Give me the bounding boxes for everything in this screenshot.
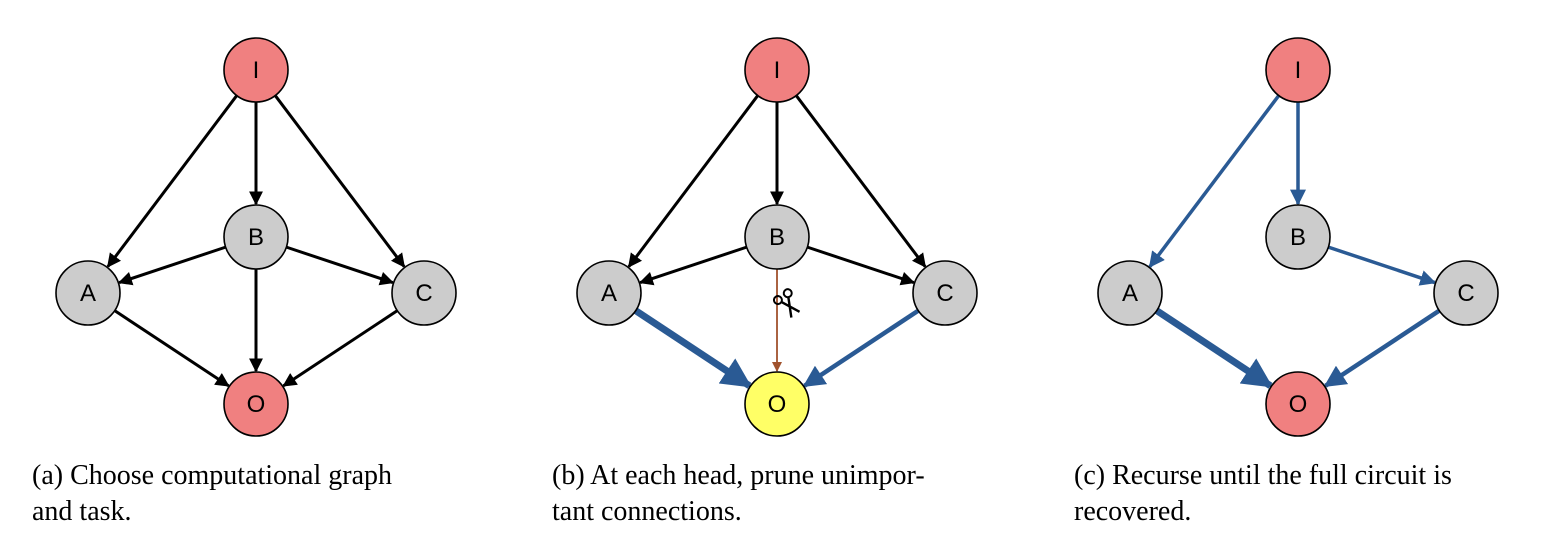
edge-I-A [106,94,238,268]
edge-B-C [285,245,395,286]
node-C [391,260,457,326]
node-label-A: A [601,280,617,307]
node-label-B: B [769,224,785,251]
edge-I-A [1148,94,1281,268]
panel-b: I A B C O [576,37,978,437]
edge-C-O [802,308,920,388]
node-I [223,37,289,103]
node-B [1265,204,1331,270]
node-A [576,260,642,326]
node-label-O: O [247,391,266,418]
node-label-I: I [1295,57,1302,84]
node-label-C: C [1457,280,1474,307]
edge-I-A [627,94,759,268]
edge-C-O [282,309,399,388]
node-C [1433,260,1499,326]
edge-B-A [117,245,227,286]
caption-c: (c) Recurse until the full circuit is re… [1074,460,1452,527]
edge-I-C [795,94,927,268]
node-I [1265,37,1331,103]
node-label-O: O [1289,391,1308,418]
node-label-A: A [80,280,96,307]
node-label-O: O [768,391,787,418]
node-O [1265,371,1331,437]
caption-b: (b) At each head, prune unimpor- tant co… [552,460,925,527]
node-label-I: I [774,57,781,84]
panel-a: I A B C O [55,37,457,437]
edge-A-O [1154,307,1273,389]
node-O [744,371,810,437]
circuit-diagram: I A B C O I A B C O I A B C O [55,37,1499,437]
edge-B-C [1327,245,1437,286]
edge-I-C [274,94,406,268]
node-B [744,204,810,270]
panel-c: I A B C O [1097,37,1499,437]
edge-B-A [638,245,748,286]
scissors-icon [772,288,801,318]
node-A [1097,260,1163,326]
node-label-I: I [253,57,260,84]
node-C [912,260,978,326]
edge-C-O [1323,308,1441,388]
node-O [223,371,289,437]
node-label-B: B [1290,224,1306,251]
node-label-C: C [415,280,432,307]
edge-A-O [113,309,230,388]
node-label-B: B [248,224,264,251]
node-label-C: C [936,280,953,307]
node-B [223,204,289,270]
node-I [744,37,810,103]
node-A [55,260,121,326]
edge-B-C [806,245,916,286]
node-label-A: A [1122,280,1138,307]
caption-a: (a) Choose computational graph and task. [32,460,393,527]
edge-A-O [633,307,752,389]
